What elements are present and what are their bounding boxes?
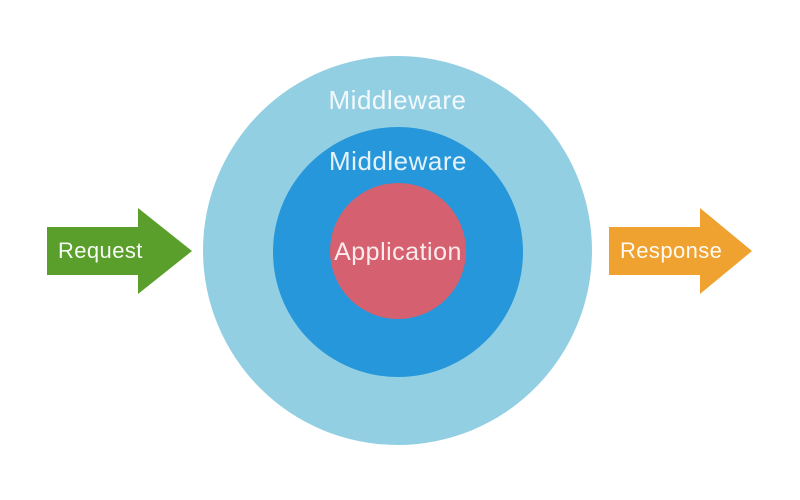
response-label: Response [620, 238, 723, 263]
response-arrow-icon: Response [609, 208, 752, 294]
application-circle [330, 183, 466, 319]
request-arrow-icon: Request [47, 208, 192, 294]
request-label: Request [58, 238, 143, 263]
